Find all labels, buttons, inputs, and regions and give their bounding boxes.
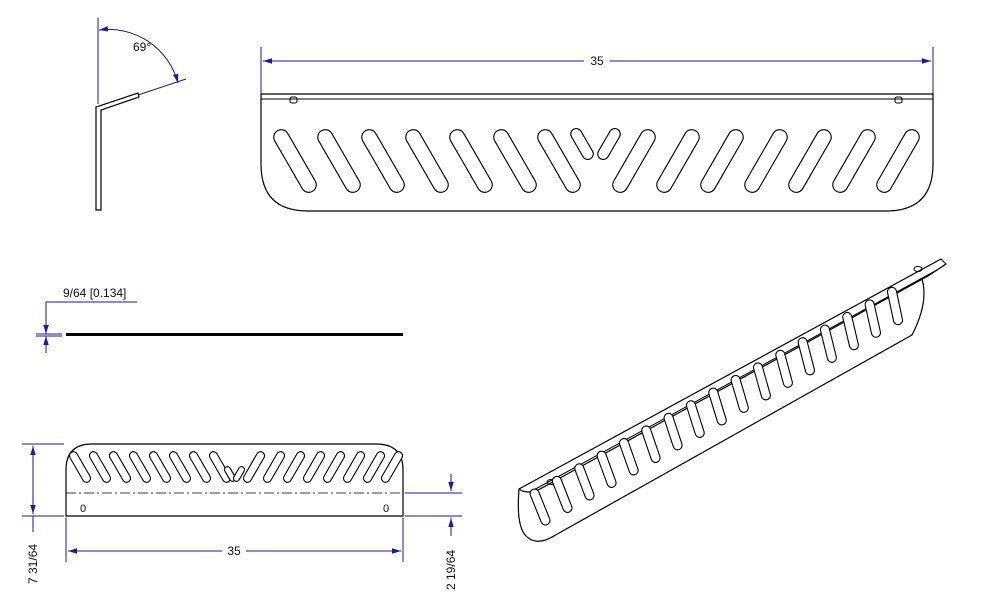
front-hole-right-label: 0 [383,503,389,515]
top-slot [744,129,788,193]
front-view: 0 0 7 31/64 35 2 19/64 [22,443,462,590]
top-slot [876,129,920,193]
iso-slot [685,400,705,438]
flat-top-view: 35 [260,47,934,212]
top-slot [656,129,700,193]
front-slot-group [68,451,404,483]
iso-slot [730,374,749,413]
front-slot [108,451,132,483]
top-slot [537,129,581,193]
top-slot [405,129,449,193]
top-slot [361,129,405,193]
top-slot [612,129,656,193]
front-slot [208,451,232,483]
bracket-side-profile [95,92,140,211]
front-slot [282,451,306,483]
top-slot [832,129,876,193]
iso-slot [708,387,727,426]
top-slot-group [273,127,920,193]
iso-slot [752,362,771,401]
front-slot [168,451,192,483]
iso-slot [551,475,573,513]
top-hole-right [894,96,903,104]
iso-hole-right [913,266,923,272]
front-slot [148,451,172,483]
front-slot [322,451,346,483]
top-plate-outline [260,93,934,212]
top-slot [788,129,832,193]
front-slot-short [223,466,237,482]
angle-label: 69° [133,40,151,54]
iso-top-flange [517,258,947,493]
thickness-view: 9/64 [0.134] [36,286,403,353]
iso-slot [529,488,551,526]
front-slot [88,451,112,483]
front-slot [128,451,152,483]
top-slot [273,129,317,193]
offset-label: 2 19/64 [444,550,458,590]
iso-slot [596,450,617,488]
iso-slot [618,438,639,476]
top-slot [493,129,537,193]
iso-slot [886,286,904,326]
iso-slot [819,324,837,363]
top-slot [700,129,744,193]
edge-view-plate [66,333,403,336]
thickness-label: 9/64 [0.134] [63,286,126,300]
front-slot-short [232,466,246,482]
top-slot-short [597,127,621,161]
front-length-label: 35 [227,544,241,558]
top-hole-left [289,96,298,104]
iso-slot [797,337,815,376]
iso-slot-group [529,286,904,526]
front-slot [68,451,92,483]
iso-slot [574,463,595,501]
front-slot [380,451,404,483]
iso-slot [775,349,793,388]
isometric-view [517,258,947,542]
front-slot [188,451,212,483]
side-profile-view: 69° [95,18,187,211]
iso-slot [864,299,882,338]
top-slot [449,129,493,193]
front-slot [242,451,266,483]
top-slot-short [570,127,594,161]
top-slot [317,129,361,193]
front-slot [262,451,286,483]
angle-arc [98,26,179,84]
front-slot [302,451,326,483]
iso-slot [663,412,683,451]
front-hole-left-label: 0 [80,503,86,515]
front-slot [362,451,386,483]
top-length-label: 35 [590,54,604,68]
angle-extension-line [137,78,187,96]
front-slot [342,451,366,483]
height-label: 7 31/64 [26,544,40,584]
iso-slot [842,311,859,351]
iso-slot [641,425,661,463]
